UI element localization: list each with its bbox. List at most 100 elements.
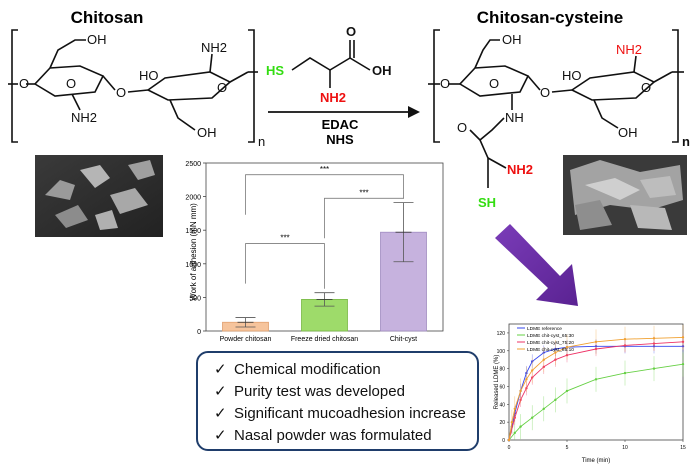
cysteine-structure — [291, 40, 371, 88]
line-x-tick-label: 5 — [566, 445, 569, 451]
line-y-tick-label: 120 — [497, 331, 506, 337]
significance-label: *** — [320, 165, 329, 174]
line-x-tick-label: 10 — [622, 445, 628, 451]
line-y-tick-label: 40 — [499, 402, 505, 408]
product-labels: OH NH2 HO O O O O NH OH O NH2 SH n — [440, 32, 690, 210]
purple-arrow — [495, 224, 578, 306]
key-findings-box: ✓Chemical modification ✓Purity test was … — [196, 351, 479, 451]
product-oh-bottom: OH — [618, 125, 638, 140]
product-oh-top: OH — [502, 32, 522, 47]
series-point — [542, 407, 545, 410]
bullet-item: ✓ Nasal powder was formulated — [214, 425, 477, 447]
series-point — [565, 346, 569, 349]
series-point — [652, 337, 656, 340]
line-x-tick-label: 15 — [680, 445, 686, 451]
chitosan-labels: OH NH2 HO O O O O NH2 OH n — [19, 32, 265, 149]
bullet-text: Purity test was developed — [234, 383, 405, 400]
reagent-nhs: NHS — [326, 132, 354, 147]
product-bracket-right — [672, 29, 679, 143]
cysteine-nh2: NH2 — [320, 90, 346, 105]
series-point — [507, 438, 511, 442]
bar-y-tick-label: 1500 — [185, 228, 201, 235]
series-point — [554, 398, 557, 402]
chitosan-o-ring1: O — [66, 76, 76, 91]
bar-y-tick-label: 2500 — [185, 161, 201, 168]
chitosan-o-link: O — [116, 85, 126, 100]
chitosan-oh-bottom: OH — [197, 125, 217, 140]
reagent-edac: EDAC — [322, 117, 359, 132]
product-sh: SH — [478, 195, 496, 210]
product-n: n — [682, 134, 690, 149]
title-chitosan-cysteine: Chitosan-cysteine — [477, 8, 623, 27]
series-point — [594, 378, 598, 381]
product-o-ring2: O — [641, 80, 651, 95]
chitosan-o-ring2: O — [217, 80, 227, 95]
bar-y-tick-label: 1000 — [185, 262, 201, 269]
bar-y-tick-label: 0 — [197, 329, 201, 336]
release-profile-chart: Released LDME (%) Time (min) 02040608010… — [494, 323, 686, 464]
product-nh2-top: NH2 — [616, 42, 642, 57]
bar-y-tick-label: 500 — [189, 295, 201, 302]
chitosan-n: n — [258, 134, 265, 149]
product-ho-mid: HO — [562, 68, 582, 83]
cysteine-hs: HS — [266, 63, 284, 78]
check-icon: ✓ — [214, 405, 227, 422]
check-icon: ✓ — [214, 361, 227, 378]
series-point — [623, 337, 627, 341]
bar-chart-ylabel: Work of adhesion (mN mm) — [189, 203, 198, 301]
bullet-text: Nasal powder was formulated — [234, 427, 432, 444]
series-point — [594, 340, 598, 344]
legend-label: LDME chit-cyst_75:20 — [527, 340, 574, 346]
chitosan-oh-top: OH — [87, 32, 107, 47]
bullet-text: Chemical modification — [234, 361, 381, 378]
chitosan-nh2-top: NH2 — [201, 40, 227, 55]
product-structure — [428, 29, 684, 188]
series-point — [542, 358, 545, 361]
series-line-2 — [508, 341, 684, 441]
series-point — [681, 362, 685, 366]
product-o-left: O — [440, 76, 450, 91]
bar-category-label: Freeze dried chitosan — [291, 336, 358, 343]
product-o-ring1: O — [489, 76, 499, 91]
significance-bracket — [245, 174, 404, 215]
line-x-tick-label: 0 — [508, 445, 511, 451]
sem-image-chitosan — [35, 155, 163, 237]
series-point — [519, 425, 522, 428]
series-point — [681, 336, 685, 339]
product-o-amide: O — [457, 120, 467, 135]
check-icon: ✓ — [214, 427, 227, 444]
cysteine-labels: HS OH O NH2 — [266, 24, 392, 105]
series-point — [513, 431, 516, 435]
legend-label: LDME chit-cyst_85:10 — [527, 347, 574, 353]
series-point — [652, 367, 656, 370]
line-y-tick-label: 0 — [502, 438, 505, 444]
significance-label: *** — [280, 234, 289, 243]
bar-category-label: Powder chitosan — [220, 336, 272, 343]
title-chitosan: Chitosan — [71, 8, 144, 27]
line-y-tick-label: 60 — [499, 384, 505, 390]
bar-y-tick-label: 2000 — [185, 195, 201, 202]
bullet-item: ✓Purity test was developed — [214, 381, 477, 403]
bullet-text: Significant mucoadhesion increase — [234, 405, 466, 422]
series-point — [513, 407, 516, 410]
series-point — [623, 371, 627, 375]
series-point — [531, 369, 534, 372]
line-y-tick-label: 100 — [497, 349, 506, 355]
line-chart-ylabel: Released LDME (%) — [494, 355, 500, 410]
bullet-item: ✓ Chemical modification — [214, 359, 477, 381]
legend-label: LDME chit-cyst_65:30 — [527, 333, 574, 339]
cysteine-oh: OH — [372, 63, 392, 78]
bracket-right — [248, 29, 255, 143]
product-o-link: O — [540, 85, 550, 100]
significance-bracket — [324, 197, 404, 239]
sem-image-chitosan-cysteine — [563, 155, 687, 235]
bracket-left — [11, 29, 18, 143]
chitosan-ho-mid: HO — [139, 68, 159, 83]
series-point — [565, 389, 569, 393]
chitosan-o-left: O — [19, 76, 29, 91]
chitosan-nh2-bottom: NH2 — [71, 110, 97, 125]
bullet-item: ✓ Significant mucoadhesion increase — [214, 403, 477, 425]
product-nh: NH — [505, 110, 524, 125]
chitosan-structure — [8, 29, 258, 143]
